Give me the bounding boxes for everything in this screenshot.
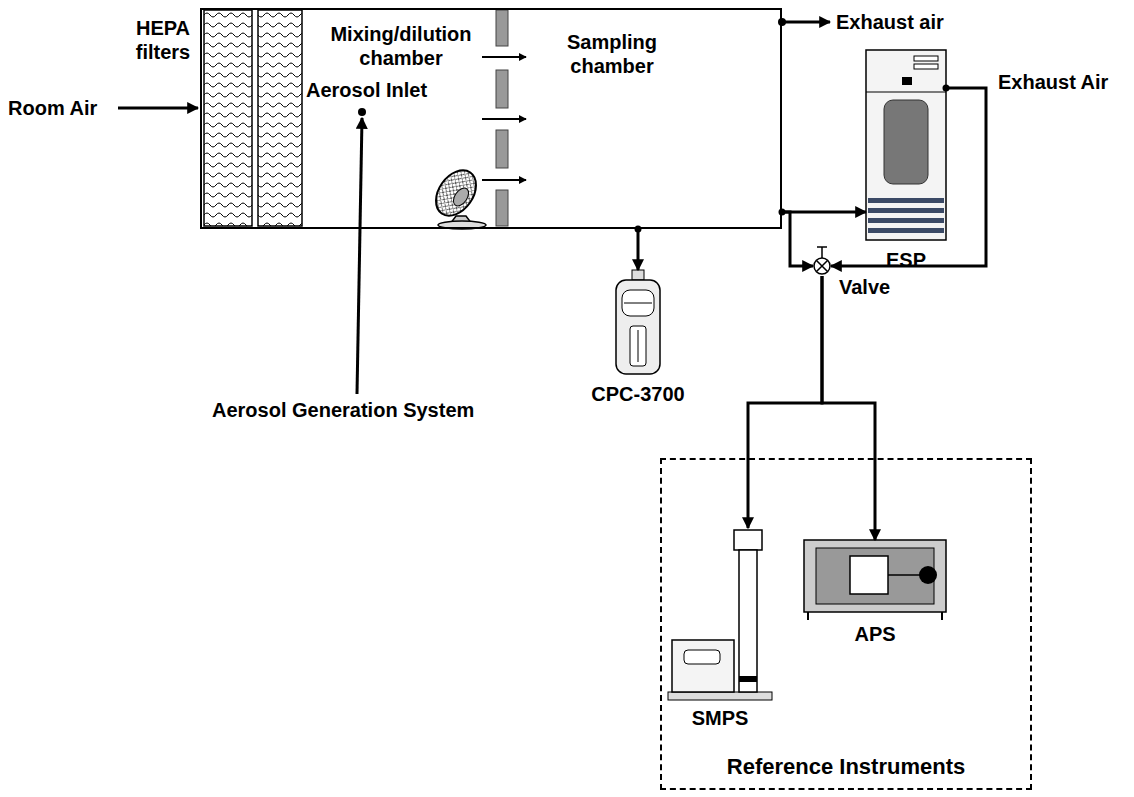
aps-box: APS [804, 540, 946, 612]
valve-symbol [813, 245, 831, 275]
smps-box: SMPS [668, 528, 772, 700]
flow-label: Exhaust air [836, 10, 944, 34]
connector [637, 229, 640, 270]
connector [831, 88, 986, 266]
chamber-box: Mixing/dilution chamberAerosol Inlet Samp… [200, 8, 782, 229]
cpc-box: CPC-3700 [616, 270, 660, 374]
fan [428, 163, 486, 229]
device-label: ESP [886, 248, 926, 272]
group-label: Reference Instruments [727, 754, 965, 780]
esp-device [866, 50, 950, 240]
device-label: APS [854, 622, 895, 646]
hepa-filter [204, 10, 302, 226]
reference-group: Reference Instruments SMPS APS [660, 458, 1032, 790]
flow-arrow [482, 57, 526, 180]
cpc-device [616, 270, 660, 374]
connector [822, 276, 875, 540]
smps-device [668, 530, 772, 700]
aps-device [804, 540, 946, 620]
inlet-label: Aerosol Inlet [306, 78, 427, 102]
valve-symbol: Valve [813, 257, 831, 275]
chamber-label: Sampling chamber [542, 30, 682, 78]
esp-box: ESP [866, 50, 946, 240]
valve-label: Valve [839, 275, 890, 299]
exhaust-port [778, 18, 830, 26]
aerosol-inlet [357, 108, 366, 394]
device-label: SMPS [692, 706, 749, 730]
connector [782, 211, 866, 214]
connector [748, 276, 822, 528]
source-label: Aerosol Generation System [212, 398, 474, 422]
flow-arrow [118, 107, 198, 110]
connector [782, 212, 813, 266]
device-label: CPC-3700 [591, 382, 684, 406]
chamber-label: Mixing/dilution chamber [308, 22, 494, 70]
filter-label: HEPA filters [128, 16, 198, 64]
edge-label: Exhaust Air [996, 70, 1110, 94]
flow-label: Room Air [8, 96, 97, 120]
